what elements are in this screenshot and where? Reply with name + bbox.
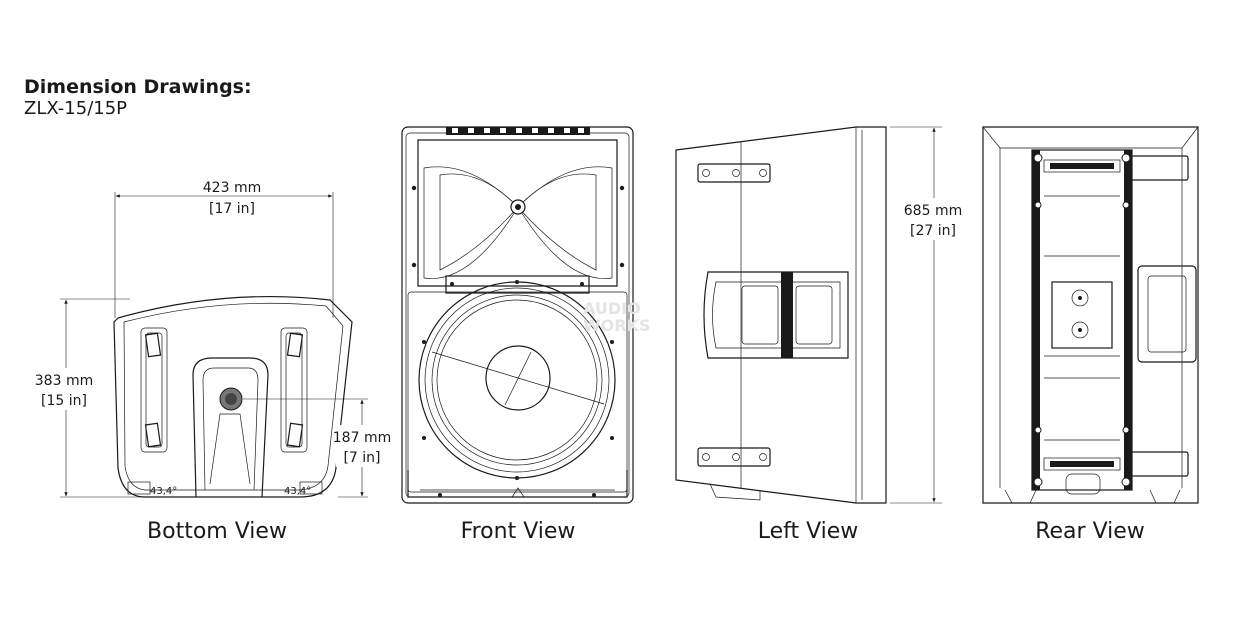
bottom-handle-left: [140, 327, 168, 453]
side-handle-top: [697, 163, 771, 183]
rear-cabinet: [982, 126, 1199, 504]
left-view: 685 mm [27 in] Left View: [675, 126, 966, 544]
watermark-audio: AUDIO: [583, 299, 641, 318]
rear-top-strap: [1043, 159, 1121, 173]
page-title: Dimension Drawings:: [24, 76, 252, 98]
left-view-caption: Left View: [758, 519, 859, 544]
front-view: AUDIO WORKS Front View: [401, 126, 651, 544]
side-grip-strap: [781, 272, 793, 358]
front-view-caption: Front View: [461, 519, 576, 544]
heading-block: Dimension Drawings: ZLX-15/15P: [24, 76, 252, 120]
angle-right-label: 43,4°: [284, 486, 311, 497]
angle-left-label: 43,4°: [150, 486, 177, 497]
pole-in-label: [7 in]: [343, 450, 380, 466]
front-handle-bar: [445, 275, 590, 294]
front-bottom-strip: [407, 470, 628, 498]
pole-cavity: [192, 357, 269, 498]
watermark-works: WORKS: [583, 316, 651, 335]
depth-in-label: [15 in]: [41, 393, 87, 409]
rear-view: Rear View: [982, 126, 1199, 544]
rear-handle-top-right: [1129, 155, 1189, 181]
rear-input-plate: [1051, 281, 1113, 349]
depth-mm-label: 383 mm: [35, 373, 93, 389]
bottom-inner-outline: [123, 302, 344, 491]
horn-frame: [417, 139, 618, 287]
height-mm-label: 685 mm: [904, 203, 962, 219]
bottom-handle-right: [280, 327, 308, 453]
rear-bottom-strap: [1043, 457, 1121, 471]
woofer-dust-cap: [485, 345, 551, 411]
height-in-label: [27 in]: [910, 223, 956, 239]
width-mm-label: 423 mm: [203, 180, 261, 196]
model-name: ZLX-15/15P: [24, 98, 128, 119]
side-grip: [703, 271, 849, 359]
pole-mm-label: 187 mm: [333, 430, 391, 446]
rear-amp-panel: [1031, 149, 1133, 491]
rear-view-caption: Rear View: [1035, 519, 1145, 544]
rear-handle-bottom-right: [1129, 451, 1189, 477]
bottom-outline: [113, 295, 353, 498]
bottom-view: 423 mm [17 in] 383 mm [15 in]: [30, 180, 391, 544]
side-handle-bottom: [697, 447, 771, 467]
horn-waveguide: [423, 166, 613, 279]
rear-side-grip: [1137, 265, 1197, 363]
bottom-view-caption: Bottom View: [147, 519, 287, 544]
width-in-label: [17 in]: [209, 201, 255, 217]
